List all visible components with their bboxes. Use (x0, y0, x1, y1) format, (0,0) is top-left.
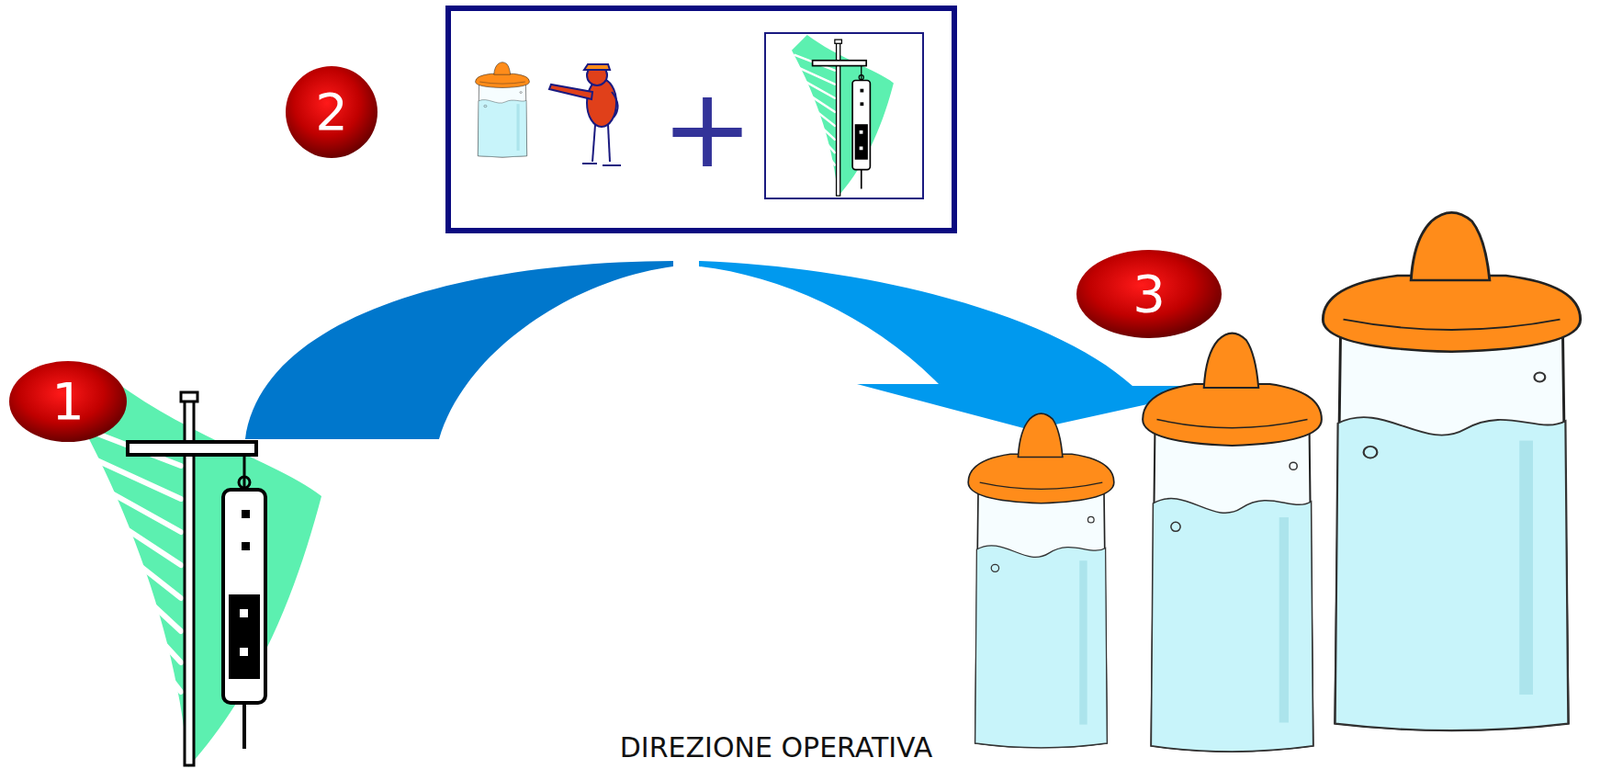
footer-text: DIREZIONE OPERATIVA (619, 733, 933, 762)
callout-number: 2 (315, 86, 349, 138)
callout-ball (9, 360, 127, 442)
callout-ball (285, 66, 378, 158)
baby-bottle (1142, 333, 1322, 752)
callout-number: 1 (51, 375, 85, 428)
baby-bottle (968, 413, 1115, 748)
iv-drip-icon (78, 381, 322, 767)
step-box (448, 8, 955, 231)
flow-arrow (245, 260, 674, 440)
pointing-person (549, 64, 621, 166)
callout-number: 3 (1132, 268, 1166, 320)
baby-bottle (1322, 212, 1580, 731)
small-bottle (475, 62, 530, 158)
icon-frame (765, 33, 924, 199)
callout-ball (1076, 249, 1222, 339)
iv-drip-icon (791, 34, 894, 197)
plus-sign: + (661, 73, 755, 184)
